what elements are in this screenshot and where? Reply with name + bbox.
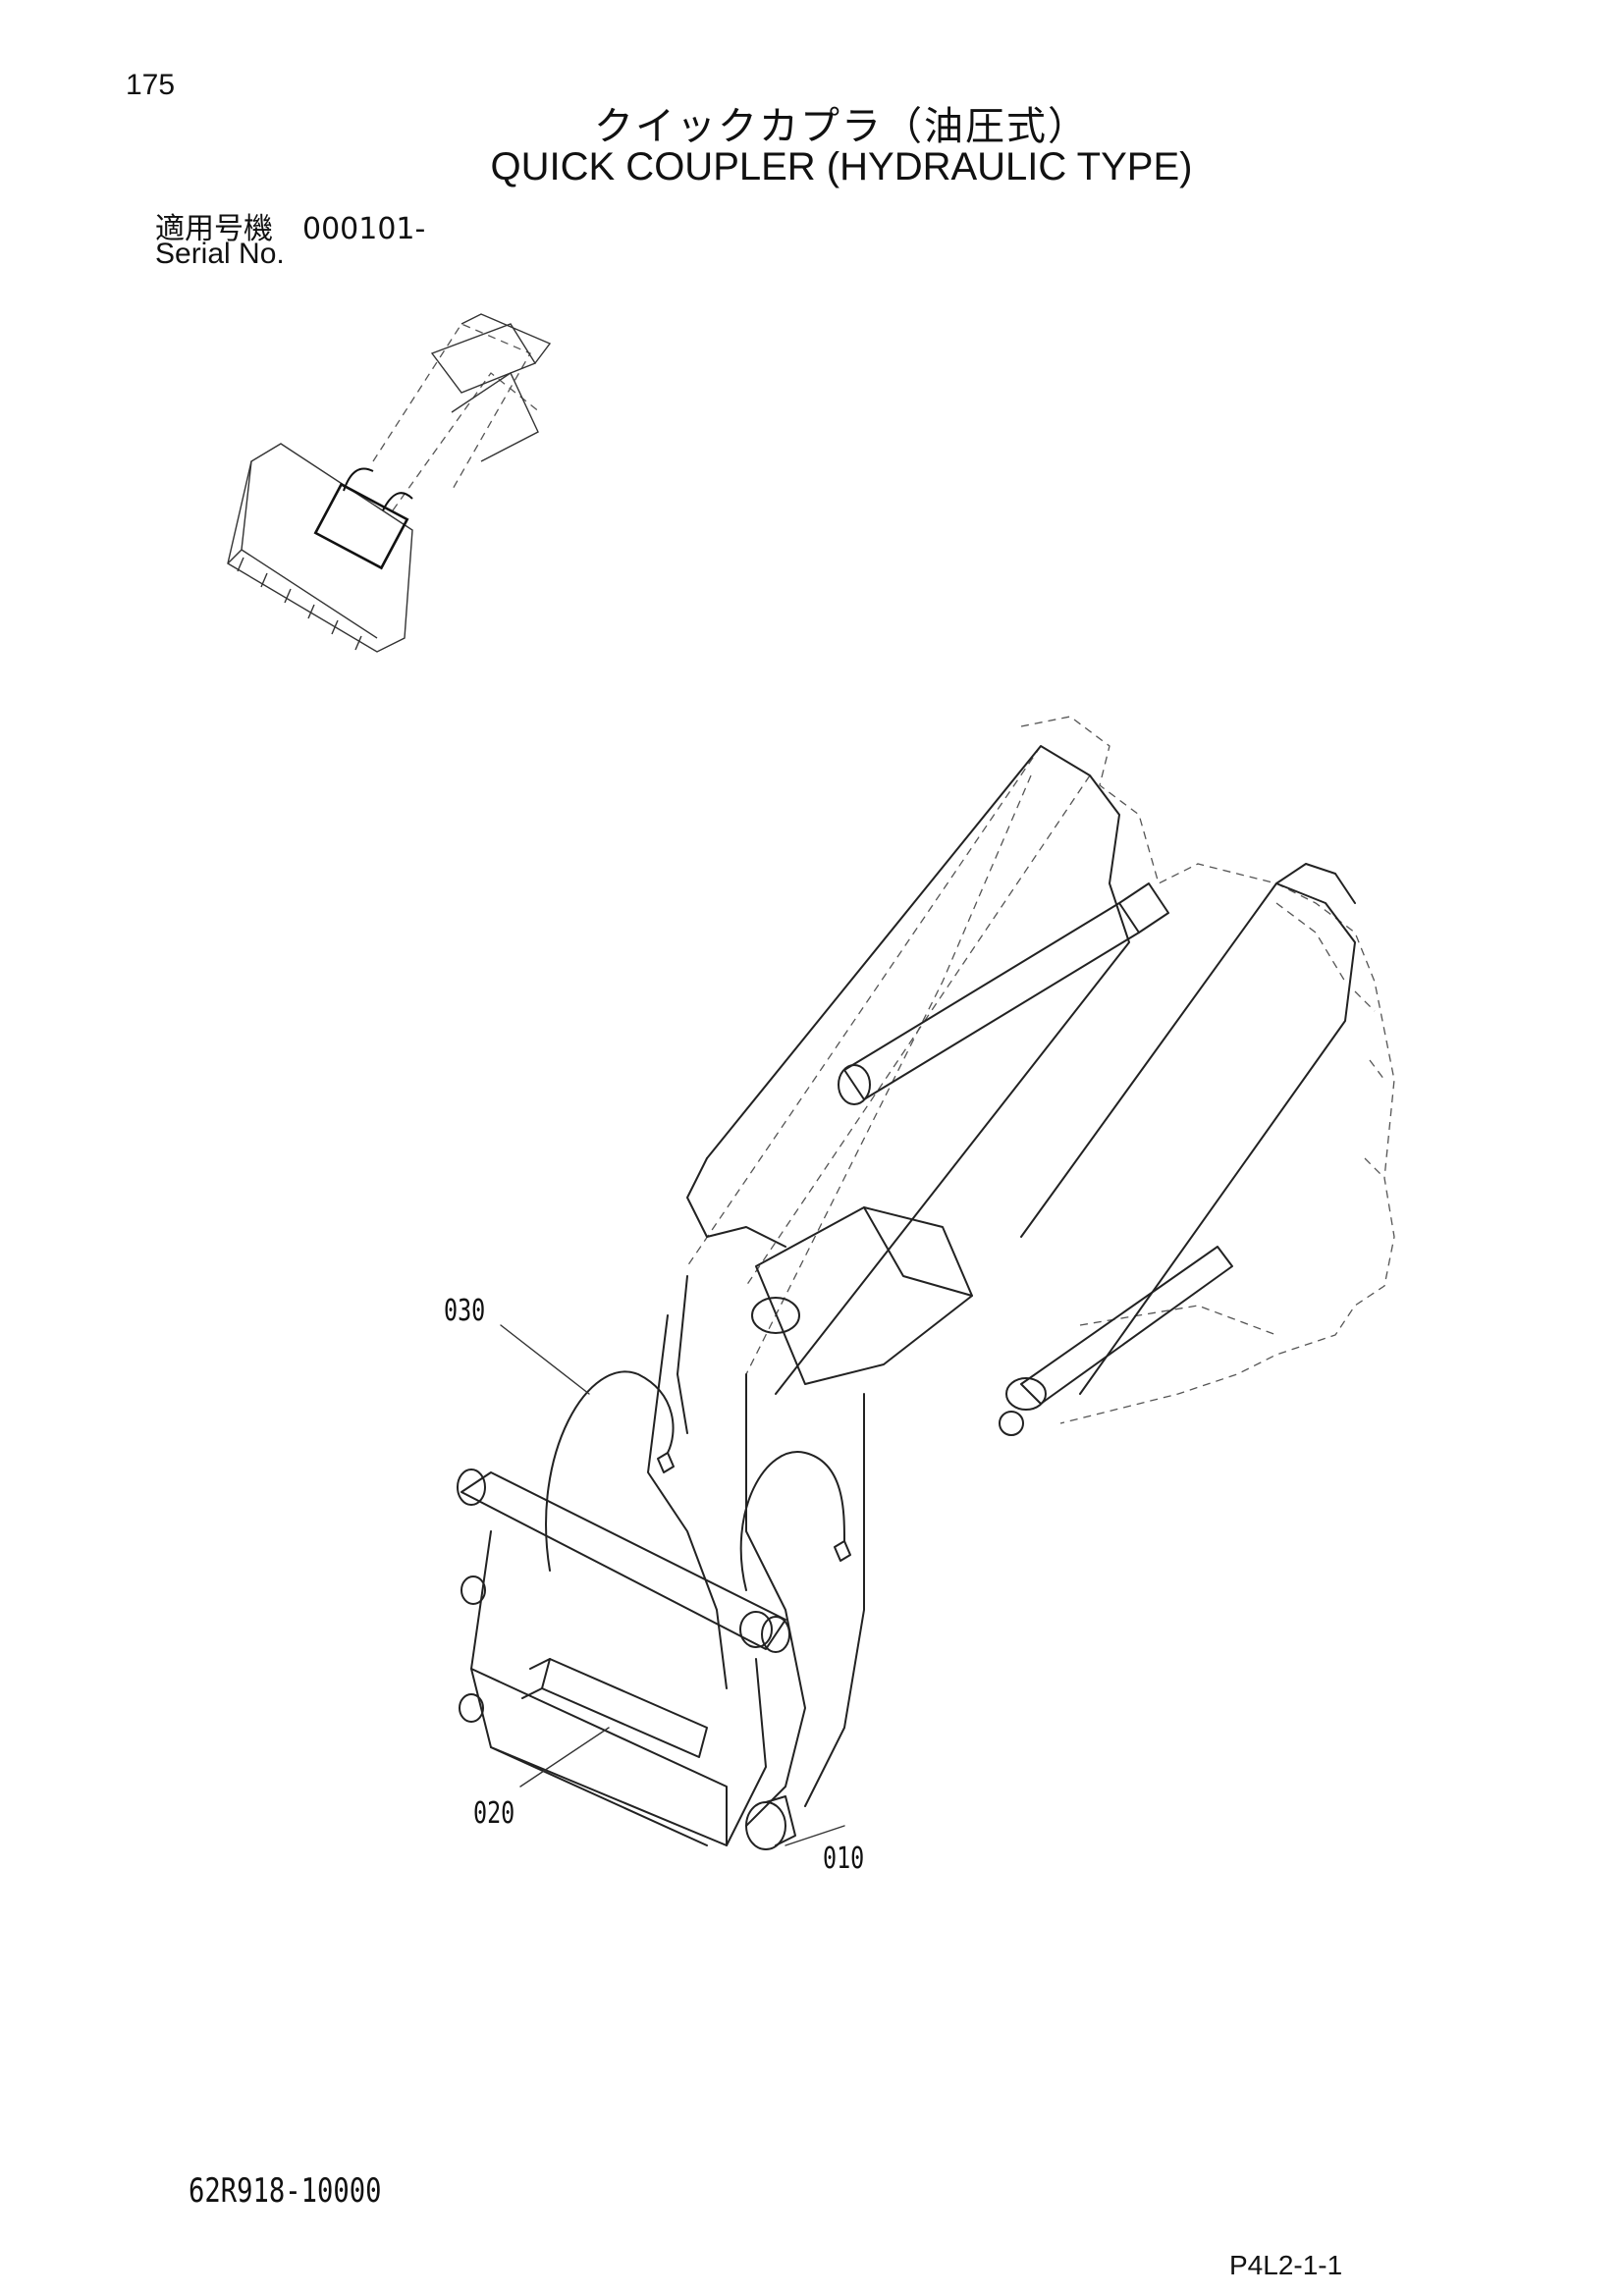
callout-030: 030 <box>444 1294 486 1328</box>
serial-number-label: Serial No. <box>155 238 285 270</box>
page-code: P4L2-1-1 <box>1229 2250 1343 2280</box>
serial-applicable-label: 適用号機 000101- <box>155 212 426 246</box>
drawing-code: 62R918-10000 <box>189 2171 382 2211</box>
page-title-japanese: クイックカプラ（油圧式） <box>594 104 1089 149</box>
page-title-english: QUICK COUPLER (HYDRAULIC TYPE) <box>490 145 1193 188</box>
page-number: 175 <box>126 69 176 101</box>
callout-010: 010 <box>823 1842 865 1876</box>
callout-020: 020 <box>473 1796 515 1831</box>
